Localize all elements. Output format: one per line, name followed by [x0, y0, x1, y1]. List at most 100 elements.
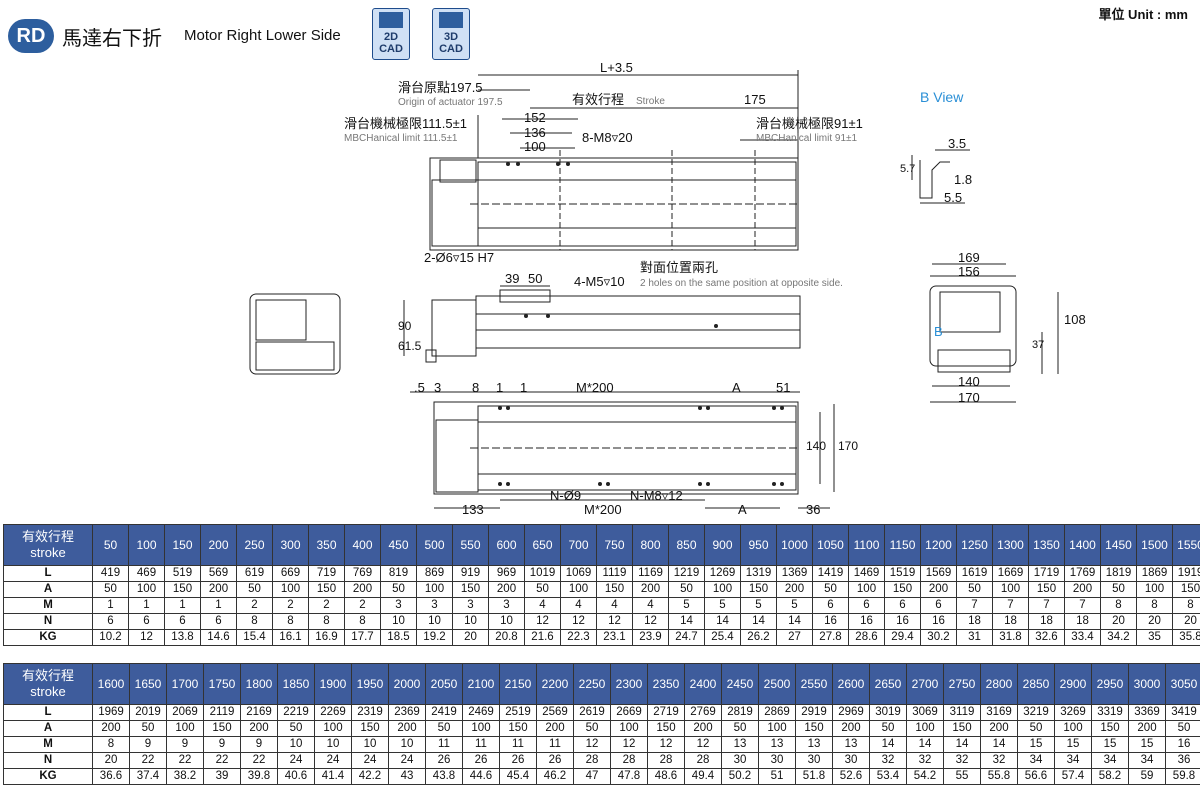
- value-cell: 48.6: [647, 768, 685, 785]
- floppy-disk-icon: [439, 12, 463, 28]
- value-cell: 7: [956, 597, 993, 614]
- value-cell: 12: [524, 613, 561, 630]
- value-cell: 6: [884, 597, 921, 614]
- stroke-cell: 2250: [573, 663, 611, 705]
- value-cell: 150: [1091, 720, 1129, 737]
- value-cell: 50: [812, 581, 849, 598]
- unit-label: 單位 Unit : mm: [1098, 7, 1188, 22]
- value-cell: 100: [462, 720, 500, 737]
- value-cell: 1619: [956, 565, 993, 582]
- value-cell: 50: [277, 720, 315, 737]
- cad-3d-line1: 3D: [443, 31, 459, 43]
- value-cell: 24: [314, 752, 352, 769]
- cad-3d-download-button[interactable]: 3D CAD: [432, 8, 470, 60]
- value-cell: 10: [388, 736, 426, 753]
- value-cell: 619: [236, 565, 273, 582]
- value-cell: 34: [1091, 752, 1129, 769]
- dim-m8: 8-M8▿20: [582, 130, 633, 145]
- row-label: N: [3, 613, 93, 630]
- stroke-cell: 1750: [203, 663, 241, 705]
- end-view-left: [249, 293, 341, 375]
- stroke-cell: 1000: [776, 524, 813, 566]
- value-cell: 200: [344, 581, 381, 598]
- dim-156: 156: [958, 264, 980, 279]
- value-cell: 50: [721, 720, 759, 737]
- value-cell: 100: [610, 720, 648, 737]
- value-cell: 150: [884, 581, 921, 598]
- value-cell: 27: [776, 629, 813, 646]
- value-cell: 59: [1128, 768, 1166, 785]
- value-cell: 55.8: [980, 768, 1018, 785]
- dim-3: 3: [434, 380, 441, 395]
- stroke-cell: 3050: [1165, 663, 1200, 705]
- value-cell: 100: [906, 720, 944, 737]
- dim-5-7: 5.7: [900, 163, 915, 175]
- value-cell: 2719: [647, 704, 685, 721]
- value-cell: 50: [1165, 720, 1200, 737]
- value-cell: 10: [351, 736, 389, 753]
- value-cell: 26.2: [740, 629, 777, 646]
- value-cell: 10: [380, 613, 417, 630]
- value-cell: 22.3: [560, 629, 597, 646]
- value-cell: 6: [812, 597, 849, 614]
- value-cell: 26: [536, 752, 574, 769]
- row-label: L: [3, 565, 93, 582]
- value-cell: 16: [920, 613, 957, 630]
- value-cell: 2219: [277, 704, 315, 721]
- value-cell: 14: [943, 736, 981, 753]
- value-cell: 2069: [166, 704, 204, 721]
- value-cell: 13.8: [164, 629, 201, 646]
- value-cell: 18.5: [380, 629, 417, 646]
- value-cell: 1469: [848, 565, 885, 582]
- value-cell: 3: [416, 597, 453, 614]
- dim-170-end: 170: [958, 390, 980, 405]
- value-cell: 24: [388, 752, 426, 769]
- value-cell: 50: [129, 720, 167, 737]
- stroke-cell: 350: [308, 524, 345, 566]
- value-cell: 45.4: [499, 768, 537, 785]
- value-cell: 100: [166, 720, 204, 737]
- value-cell: 12: [684, 736, 722, 753]
- dim-origin-en: Origin of actuator 197.5: [398, 97, 503, 108]
- dim-m200-bottom: M*200: [584, 502, 622, 517]
- stroke-cell: 1800: [240, 663, 278, 705]
- value-cell: 150: [943, 720, 981, 737]
- stroke-cell: 950: [740, 524, 777, 566]
- value-cell: 1019: [524, 565, 561, 582]
- value-cell: 100: [314, 720, 352, 737]
- value-cell: 10: [277, 736, 315, 753]
- cad-2d-download-button[interactable]: 2D CAD: [372, 8, 410, 60]
- stroke-cell: 2050: [425, 663, 463, 705]
- value-cell: 53.4: [869, 768, 907, 785]
- value-cell: 16: [848, 613, 885, 630]
- value-cell: 200: [684, 720, 722, 737]
- value-cell: 150: [499, 720, 537, 737]
- value-cell: 28: [610, 752, 648, 769]
- value-cell: 469: [128, 565, 165, 582]
- page-header: RD 馬達右下折 Motor Right Lower Side 2D CAD 3…: [0, 0, 1200, 70]
- value-cell: 3: [488, 597, 525, 614]
- b-view-title: B View: [920, 89, 964, 105]
- value-cell: 7: [992, 597, 1029, 614]
- value-cell: 10: [416, 613, 453, 630]
- top-view-motor: [431, 179, 479, 247]
- value-cell: 1719: [1028, 565, 1065, 582]
- value-cell: 100: [560, 581, 597, 598]
- value-cell: 34: [1054, 752, 1092, 769]
- stroke-cell: 150: [164, 524, 201, 566]
- value-cell: 11: [499, 736, 537, 753]
- dim-140-end: 140: [958, 374, 980, 389]
- value-cell: 2319: [351, 704, 389, 721]
- stroke-cell: 2000: [388, 663, 426, 705]
- value-cell: 30: [721, 752, 759, 769]
- value-cell: 22: [166, 752, 204, 769]
- value-cell: 35.8: [1172, 629, 1200, 646]
